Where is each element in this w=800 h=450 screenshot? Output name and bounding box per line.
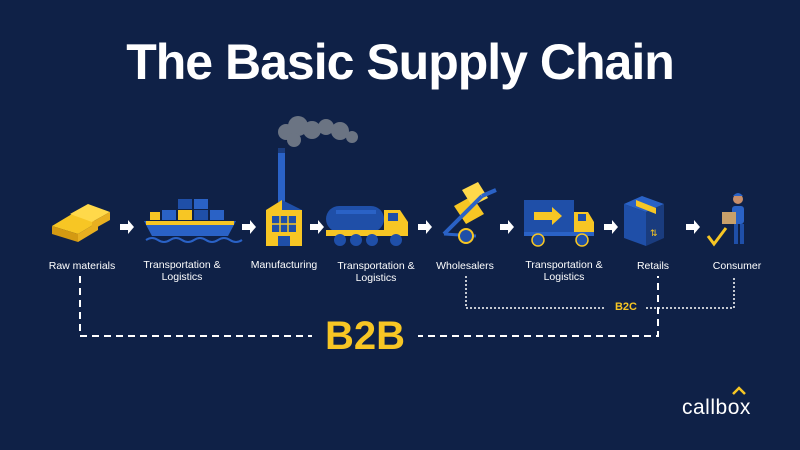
logo-chevron-icon [732,386,746,395]
arrow-right-icon [120,220,134,234]
arrow-right-icon [310,220,324,234]
stage-label-raw-materials: Raw materials [48,260,116,272]
package-box-icon: ⇅ [624,196,664,246]
stage-label-transport-3: Transportation & Logistics [525,259,603,283]
arrow-right-icon [686,220,700,234]
factory-icon [266,116,358,246]
tanker-truck-icon [326,206,408,246]
svg-text:⇅: ⇅ [650,229,658,239]
b2b-label: B2B [312,314,418,358]
stage-label-wholesalers: Wholesalers [436,260,494,272]
arrow-right-icon [242,220,256,234]
arrow-right-icon [418,220,432,234]
stage-label-retails: Retails [636,260,670,272]
brand-logo: callbox [682,396,751,419]
stage-label-transport-1: Transportation & Logistics [143,259,221,283]
flow-arrows [120,220,700,234]
arrow-right-icon [604,220,618,234]
person-with-box-icon [706,193,744,247]
b2c-label: B2C [606,301,646,314]
stage-label-consumer: Consumer [712,260,762,272]
gold-bars-icon [52,204,110,242]
delivery-truck-icon [524,200,594,247]
arrow-right-icon [500,220,514,234]
hand-truck-icon [442,182,497,244]
page-title: The Basic Supply Chain [126,34,675,90]
cargo-ship-icon [144,199,243,243]
stage-label-transport-2: Transportation & Logistics [337,260,415,284]
stage-label-manufacturing: Manufacturing [250,259,318,271]
b2c-bracket [465,276,735,309]
